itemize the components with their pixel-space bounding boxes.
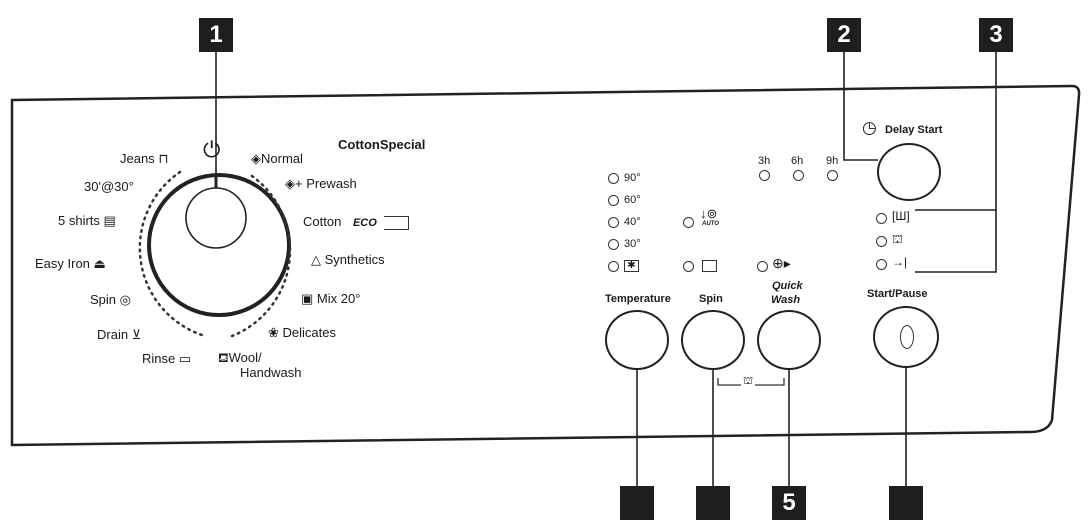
- start-pause-indicator: [900, 325, 914, 349]
- delay-6h-led: [793, 170, 804, 181]
- program-cotton[interactable]: Cotton ECO: [303, 214, 410, 231]
- delay-9h-label: 9h: [826, 155, 839, 167]
- callout-5: 5: [772, 486, 806, 520]
- spin-button-label: Spin: [699, 293, 723, 305]
- temp-30-led: [608, 239, 619, 250]
- jeans-icon: ⊓: [154, 151, 169, 166]
- clock-icon: ◷: [862, 118, 877, 137]
- callout-2: 2: [827, 18, 861, 52]
- delay-9h-led: [827, 170, 838, 181]
- rinse-icon: ▭: [175, 351, 192, 366]
- program-spin[interactable]: Spin ◎: [90, 292, 131, 307]
- quick-wash-clock-icon: ⊕▸: [772, 255, 791, 271]
- end-icon: →|: [892, 255, 908, 269]
- spin-auto-icon: ↓⊚: [700, 206, 718, 221]
- quick-wash-button[interactable]: [757, 310, 821, 370]
- drain-icon: ⊻: [128, 327, 142, 342]
- delay-start-button[interactable]: [877, 143, 941, 201]
- eco-label: ECO: [352, 217, 377, 229]
- program-delicates[interactable]: ❀ Delicates: [268, 325, 336, 340]
- program-5-shirts[interactable]: 5 shirts ▤: [58, 213, 116, 228]
- temp-90-led: [608, 173, 619, 184]
- delay-3h-label: 3h: [758, 155, 771, 167]
- delay-6h-label: 6h: [791, 155, 804, 167]
- power-icon[interactable]: ⏻: [203, 137, 221, 162]
- temp-cold-led: [608, 261, 619, 272]
- no-spin-icon: [702, 260, 717, 272]
- program-drain[interactable]: Drain ⊻: [97, 327, 142, 342]
- wool-icon: ⛾: [218, 350, 229, 365]
- iron-icon: ⏏: [89, 256, 106, 271]
- wash-phase-icon: [Ш]: [892, 209, 910, 223]
- spin-off-led: [683, 261, 694, 272]
- temp-40-led: [608, 217, 619, 228]
- temp-90-label: 90°: [624, 172, 641, 184]
- child-lock-combo-icon: ⛫: [741, 374, 756, 389]
- eco-tag-icon: [384, 215, 410, 230]
- program-wool[interactable]: ⛾Wool/ Handwash: [218, 350, 302, 380]
- temp-30-label: 30°: [624, 238, 641, 250]
- brand-program-label: CottonSpecial: [338, 137, 426, 152]
- shirt-icon: ▤: [99, 213, 116, 228]
- synthetics-icon: △: [311, 252, 325, 267]
- program-synthetics[interactable]: △ Synthetics: [311, 252, 385, 267]
- spin-icon: ◎: [116, 292, 131, 307]
- delay-3h-led: [759, 170, 770, 181]
- quick-wash-label-2: Wash: [771, 294, 801, 306]
- temperature-button[interactable]: [605, 310, 669, 370]
- panel-outline: [10, 84, 1081, 447]
- temp-60-label: 60°: [624, 194, 641, 206]
- dial-dots-left: [138, 170, 207, 338]
- mix-icon: ▣: [301, 291, 317, 306]
- delicates-icon: ❀: [268, 325, 283, 340]
- temp-40-label: 40°: [624, 216, 641, 228]
- program-30at30[interactable]: 30'@30°: [84, 179, 134, 194]
- callout-3: 3: [979, 18, 1013, 52]
- callout-start-pause: [889, 486, 923, 520]
- start-pause-button[interactable]: [873, 306, 939, 368]
- temp-60-led: [608, 195, 619, 206]
- program-jeans[interactable]: Jeans ⊓: [120, 151, 169, 166]
- program-easy-iron[interactable]: Easy Iron ⏏: [35, 256, 106, 271]
- program-rinse[interactable]: Rinse ▭: [142, 351, 192, 366]
- normal-icon: ◈: [251, 151, 261, 166]
- callout-spin: [696, 486, 730, 520]
- start-pause-label: Start/Pause: [867, 288, 928, 300]
- program-prewash[interactable]: ◈+ Prewash: [285, 176, 357, 191]
- callout-temperature: [620, 486, 654, 520]
- delay-start-label: Delay Start: [885, 124, 943, 136]
- spin-button[interactable]: [681, 310, 745, 370]
- prewash-icon: ◈: [285, 176, 295, 191]
- temperature-button-label: Temperature: [605, 293, 671, 305]
- program-dial-knob: [185, 187, 247, 249]
- status-wash-led: [876, 213, 887, 224]
- callout-3-line: [915, 52, 997, 273]
- dial-dots-right: [230, 174, 292, 338]
- quick-wash-led: [757, 261, 768, 272]
- child-lock-icon: ⛫: [892, 232, 904, 246]
- status-rinse-led: [876, 236, 887, 247]
- callout-2-line: [843, 52, 878, 161]
- callout-1: 1: [199, 18, 233, 52]
- cold-icon: ✱: [624, 260, 639, 272]
- program-normal[interactable]: ◈Normal: [251, 151, 303, 166]
- program-mix20[interactable]: ▣ Mix 20°: [301, 291, 361, 306]
- quick-wash-label-1: Quick: [772, 280, 803, 292]
- spin-auto-led: [683, 217, 694, 228]
- status-end-led: [876, 259, 887, 270]
- spin-auto-label: AUTO: [702, 221, 719, 227]
